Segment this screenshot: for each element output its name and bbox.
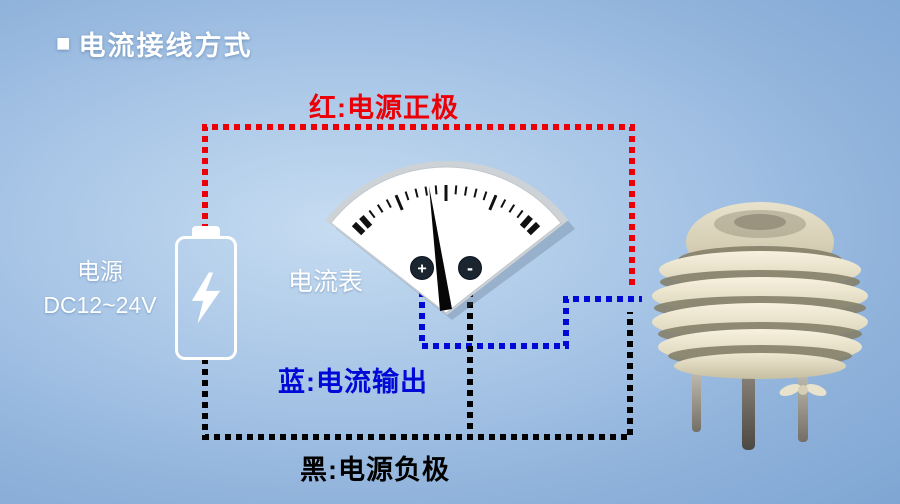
power-spec: DC12~24V bbox=[43, 292, 157, 318]
page-title: ■ 电流接线方式 bbox=[56, 24, 253, 63]
battery-terminal-cap bbox=[192, 226, 220, 238]
ammeter-label: 电流表 bbox=[288, 268, 364, 296]
sensor-prong-left bbox=[692, 368, 701, 432]
title-bullet-icon: ■ bbox=[56, 29, 73, 57]
meter-ticks bbox=[351, 185, 541, 236]
red-wire-label: 红:电源正极 bbox=[309, 93, 459, 123]
power-supply-label: 电源 DC12~24V bbox=[22, 254, 178, 322]
sensor-bottom-plate bbox=[674, 353, 846, 379]
blue-wire bbox=[419, 280, 642, 349]
terminal-plus bbox=[410, 256, 434, 280]
sensor-top-cap bbox=[734, 214, 786, 230]
wing-nut bbox=[779, 383, 827, 397]
blue-wire-label: 蓝:电流输出 bbox=[278, 367, 428, 397]
gauge-needle bbox=[429, 186, 452, 311]
power-name: 电源 bbox=[77, 258, 123, 284]
sensor-prong-middle bbox=[742, 370, 755, 450]
ammeter-gauge: + - bbox=[325, 160, 575, 320]
terminal-minus-sign: - bbox=[467, 258, 473, 278]
sensor-prong-right bbox=[798, 368, 808, 442]
battery-icon bbox=[175, 236, 237, 360]
lightning-bolt-icon bbox=[191, 272, 221, 324]
sensor-device bbox=[652, 202, 868, 450]
black-wire-label: 黑:电源负极 bbox=[300, 455, 450, 485]
terminal-minus bbox=[458, 256, 482, 280]
page-title-text: 电流接线方式 bbox=[78, 31, 253, 61]
black-wire-main bbox=[202, 312, 633, 440]
terminal-plus-sign: + bbox=[417, 261, 426, 278]
